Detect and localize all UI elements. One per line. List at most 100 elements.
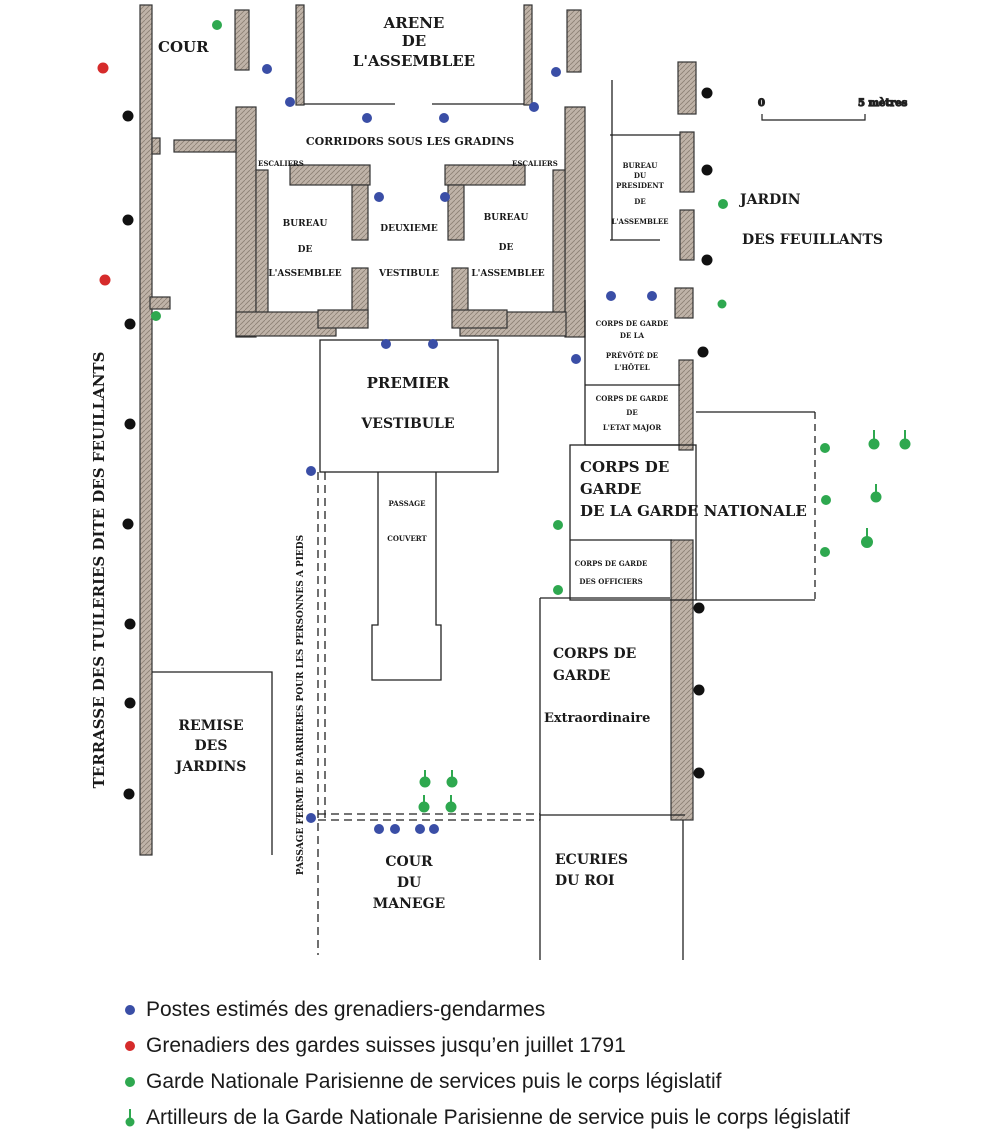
label-bureau-right-1: BUREAU [484, 213, 529, 223]
label-garde-nationale-2: GARDE [580, 480, 641, 498]
black-dot [124, 697, 136, 709]
blue-dot [428, 339, 438, 349]
label-extraordinaire-3: Extraordinaire [544, 711, 650, 726]
green-pin [419, 770, 431, 788]
label-bureau-president-5: L'ASSEMBLEE [611, 217, 668, 226]
green-pin [868, 430, 880, 450]
blue-dot [551, 67, 561, 77]
label-officiers-1: CORPS DE GARDE [575, 559, 648, 568]
red-dot [99, 274, 111, 286]
black-dot [693, 602, 705, 614]
label-manege-3: MANEGE [373, 896, 445, 912]
blue-dot [429, 824, 439, 834]
label-garde-nationale-3: DE LA GARDE NATIONALE [580, 502, 807, 520]
label-arene-3: L'ASSEMBLEE [353, 52, 475, 70]
barrier-lines [317, 472, 540, 955]
green-dot [553, 520, 563, 530]
blue-dot [381, 339, 391, 349]
green-pin [446, 770, 458, 788]
label-manege-2: DU [397, 875, 421, 891]
legend-label: Grenadiers des gardes suisses jusqu’en j… [146, 1034, 626, 1057]
black-dot [122, 110, 134, 122]
label-bureau-left-3: L'ASSEMBLEE [268, 269, 341, 279]
label-remise-2: DES [195, 738, 228, 754]
label-etat-major-2: DE [626, 408, 637, 417]
blue-dot [571, 354, 581, 364]
label-escaliers-left: ESCALIERS [258, 159, 304, 168]
label-bureau-left-2: DE [298, 245, 313, 255]
black-dot [701, 254, 713, 266]
blue-dot [362, 113, 372, 123]
green-dot [151, 311, 161, 321]
green-dot [821, 495, 831, 505]
blue-dot [374, 824, 384, 834]
blue-dot [415, 824, 425, 834]
blue-dot [306, 813, 316, 823]
green-pin [418, 795, 430, 813]
label-prevote-1: CORPS DE GARDE [596, 319, 669, 328]
label-bureau-president-2: DU [634, 171, 646, 180]
guard-post-markers [97, 20, 831, 834]
blue-dot [606, 291, 616, 301]
label-cour: COUR [158, 38, 209, 56]
scale-label-5: 5 mètres [858, 98, 908, 109]
blue-dot [306, 466, 316, 476]
label-bureau-president-3: PRESIDENT [616, 181, 665, 190]
scale-label-0: 0 [758, 98, 765, 109]
label-arene-1: ARENE [383, 14, 445, 32]
room-outlines [152, 80, 816, 960]
blue-dot [440, 192, 450, 202]
label-corridors: CORRIDORS SOUS LES GRADINS [306, 135, 514, 148]
label-prevote-4: L'HÔTEL [614, 363, 649, 372]
label-bureau-left-1: BUREAU [283, 219, 328, 229]
blue-dot [285, 97, 295, 107]
black-dot [123, 788, 135, 800]
legend-item-suisses: Grenadiers des gardes suisses jusqu’en j… [120, 1028, 980, 1064]
artillery-pins [418, 430, 911, 813]
label-jardin-1: JARDIN [738, 192, 801, 208]
label-terrasse: TERRASSE DES TUILERIES DITE DES FEUILLAN… [90, 352, 108, 789]
legend: Postes estimés des grenadiers-gendarmes … [120, 992, 980, 1136]
legend-label: Artilleurs de la Garde Nationale Parisie… [146, 1106, 850, 1129]
label-passage-couvert-2: COUVERT [387, 534, 427, 543]
label-ecuries-2: DU ROI [555, 873, 615, 889]
label-extraordinaire-2: GARDE [553, 668, 610, 684]
label-bureau-right-2: DE [499, 243, 514, 253]
green-pin [870, 484, 882, 503]
label-passage-ferme: PASSAGE FERME DE BARRIERES POUR LES PERS… [296, 535, 306, 875]
label-remise-1: REMISE [178, 718, 243, 734]
black-dot [124, 618, 136, 630]
label-prevote-2: DE LA [620, 331, 645, 340]
green-dot [212, 20, 222, 30]
label-extraordinaire-1: CORPS DE [553, 646, 636, 662]
blue-dot [529, 102, 539, 112]
label-passage-couvert-1: PASSAGE [389, 499, 426, 508]
green-dot [717, 299, 727, 309]
blue-dot [647, 291, 657, 301]
legend-label: Garde Nationale Parisienne de services p… [146, 1070, 722, 1093]
blue-dot [262, 64, 272, 74]
label-ecuries-1: ECURIES [555, 852, 628, 868]
scale-bar: 0 5 mètres [757, 97, 908, 121]
label-garde-nationale-1: CORPS DE [580, 458, 669, 476]
label-deuxieme-1: DEUXIEME [380, 224, 438, 234]
black-dot [701, 87, 713, 99]
label-deuxieme-2: VESTIBULE [378, 269, 439, 279]
black-dot [124, 418, 136, 430]
blue-dot [390, 824, 400, 834]
green-pin [861, 528, 873, 548]
green-dot [553, 585, 563, 595]
green-dot-icon [125, 1077, 135, 1087]
green-pin [445, 795, 457, 813]
black-dot [122, 518, 134, 530]
red-dot-icon [125, 1041, 135, 1051]
blue-dot [374, 192, 384, 202]
label-bureau-president-4: DE [634, 197, 645, 206]
label-jardin-2: DES FEUILLANTS [742, 232, 883, 248]
black-dot [697, 346, 709, 358]
legend-item-garde-nationale: Garde Nationale Parisienne de services p… [120, 1064, 980, 1100]
red-dot [97, 62, 109, 74]
label-manege-1: COUR [385, 854, 433, 870]
black-dot [701, 164, 713, 176]
label-etat-major-1: CORPS DE GARDE [596, 394, 669, 403]
